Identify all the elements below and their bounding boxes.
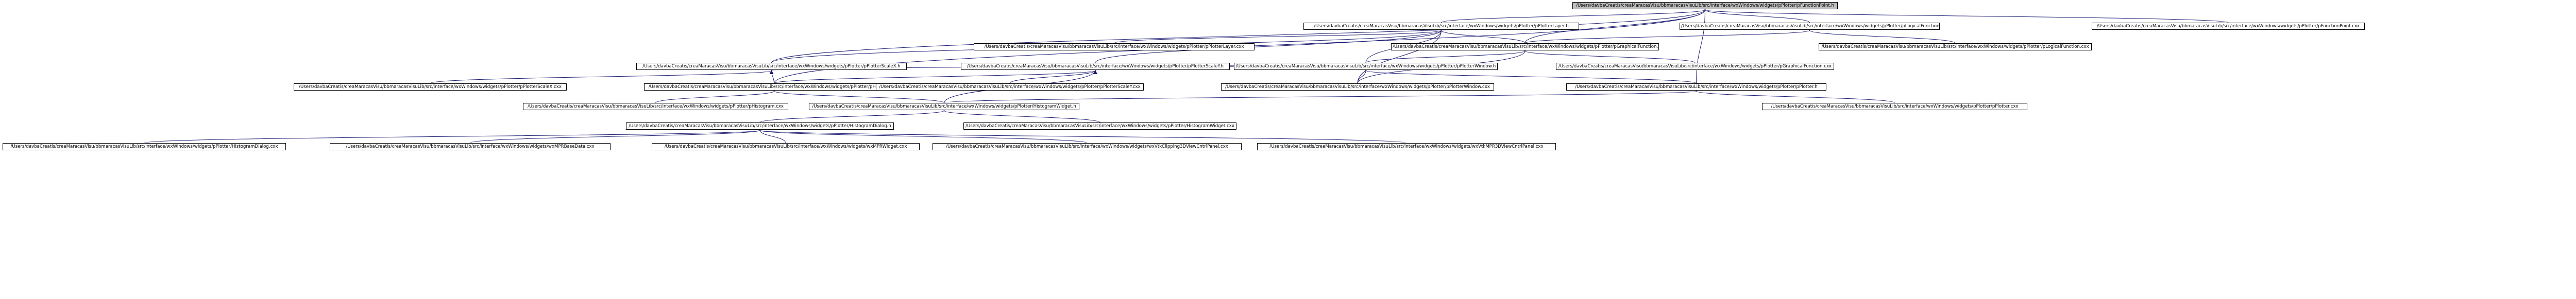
file-node[interactable]: /Users/davbaCreatis/creaMaracasVisu/bbma… bbox=[1556, 63, 1834, 70]
dependency-arrow bbox=[1696, 6, 1707, 84]
file-node[interactable]: /Users/davbaCreatis/creaMaracasVisu/bbma… bbox=[636, 63, 907, 70]
dependency-arrow bbox=[1363, 66, 1697, 84]
file-node[interactable]: /Users/davbaCreatis/creaMaracasVisu/bbma… bbox=[652, 143, 920, 150]
dependency-arrow bbox=[1524, 6, 1707, 44]
file-node[interactable]: /Users/davbaCreatis/creaMaracasVisu/bbma… bbox=[1680, 23, 1940, 30]
dependency-arrow bbox=[430, 66, 774, 84]
dependency-arrow bbox=[1807, 26, 1956, 44]
file-node[interactable]: /Users/davbaCreatis/creaMaracasVisu/bbma… bbox=[644, 83, 904, 91]
dependency-arrow bbox=[1095, 26, 1444, 63]
dependency-arrow bbox=[1114, 26, 1444, 44]
dependency-arrow bbox=[1694, 87, 1895, 103]
dependency-arrow bbox=[757, 126, 786, 144]
dependency-arrow bbox=[1702, 6, 2229, 23]
file-node[interactable]: /Users/davbaCreatis/creaMaracasVisu/bbma… bbox=[523, 103, 788, 110]
file-node[interactable]: /Users/davbaCreatis/creaMaracasVisu/bbma… bbox=[1234, 63, 1498, 70]
dependency-arrow bbox=[757, 126, 1088, 144]
dependency-arrow bbox=[1441, 6, 1707, 23]
file-node[interactable]: /Users/davbaCreatis/creaMaracasVisu/bbma… bbox=[974, 43, 1255, 50]
dependency-arrow bbox=[655, 87, 776, 103]
dependency-arrow bbox=[769, 66, 774, 84]
dependency-arrow bbox=[1357, 26, 1444, 84]
dependency-arrow bbox=[1365, 47, 1528, 63]
dependency-arrow bbox=[470, 126, 762, 144]
file-node[interactable]: /Users/davbaCreatis/creaMaracasVisu/bbma… bbox=[1566, 83, 1826, 91]
dependency-arrow bbox=[757, 126, 1407, 144]
file-node[interactable]: /Users/davbaCreatis/creaMaracasVisu/bbma… bbox=[876, 83, 1144, 91]
file-node[interactable]: /Users/davbaCreatis/creaMaracasVisu/bbma… bbox=[933, 143, 1242, 150]
dependency-arrow bbox=[759, 107, 946, 123]
dependency-arrow bbox=[942, 107, 1100, 123]
file-node[interactable]: /Users/davbaCreatis/creaMaracasVisu/bbma… bbox=[809, 103, 1079, 110]
file-node[interactable]: /Users/davbaCreatis/creaMaracasVisu/bbma… bbox=[626, 122, 894, 130]
dependency-arrow bbox=[1703, 6, 1810, 23]
file-node[interactable]: /Users/davbaCreatis/creaMaracasVisu/bbma… bbox=[2092, 23, 2365, 30]
dependency-arrow bbox=[774, 66, 1098, 84]
dependency-arrow bbox=[1522, 47, 1696, 63]
dependency-arrow bbox=[771, 6, 1707, 63]
file-node[interactable]: /Users/davbaCreatis/creaMaracasVisu/bbma… bbox=[963, 122, 1236, 130]
dependency-arrow bbox=[1439, 26, 1526, 44]
file-node[interactable]: /Users/davbaCreatis/creaMaracasVisu/bbma… bbox=[330, 143, 611, 150]
file-node[interactable]: /Users/davbaCreatis/creaMaracasVisu/bbma… bbox=[3, 143, 286, 150]
file-node[interactable]: /Users/davbaCreatis/creaMaracasVisu/bbma… bbox=[1391, 43, 1659, 50]
file-node[interactable]: /Users/davbaCreatis/creaMaracasVisu/bbma… bbox=[1303, 23, 1579, 30]
file-node[interactable]: /Users/davbaCreatis/creaMaracasVisu/bbma… bbox=[1221, 83, 1494, 91]
file-node[interactable]: /Users/davbaCreatis/creaMaracasVisu/bbma… bbox=[1762, 103, 2027, 110]
dependency-arrow bbox=[944, 87, 1699, 103]
dependency-arrow bbox=[772, 87, 944, 103]
file-node[interactable]: /Users/davbaCreatis/creaMaracasVisu/bbma… bbox=[1257, 143, 1556, 150]
file-node[interactable]: /Users/davbaCreatis/creaMaracasVisu/bbma… bbox=[294, 83, 567, 91]
dependency-arrow bbox=[144, 126, 762, 144]
dependency-arrow bbox=[1357, 66, 1368, 84]
file-node[interactable]: /Users/davbaCreatis/creaMaracasVisu/bbma… bbox=[1819, 43, 2092, 50]
dependency-arrow bbox=[1009, 66, 1098, 84]
file-node[interactable]: /Users/davbaCreatis/creaMaracasVisu/bbma… bbox=[961, 63, 1230, 70]
dependency-arrow bbox=[1524, 26, 1812, 44]
root-file-node: /Users/davbaCreatis/creaMaracasVisu/bbma… bbox=[1572, 2, 1838, 9]
